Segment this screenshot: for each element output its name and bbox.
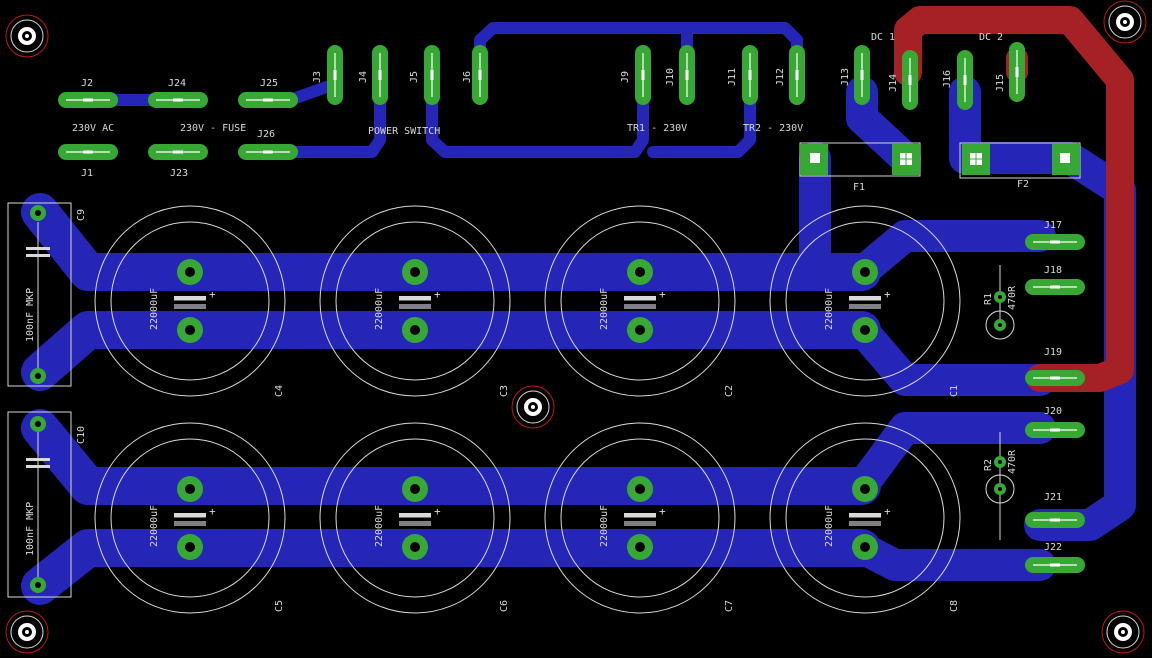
label-c8: C8	[949, 600, 960, 612]
label-c10: C10	[76, 426, 87, 444]
label-fuse-230v: 230V - FUSE	[180, 123, 246, 134]
label-r1: R1	[983, 293, 994, 305]
label-cap-value-c1: 22000uF	[824, 288, 835, 330]
label-j6: J6	[462, 71, 473, 83]
label-j11: J11	[727, 68, 738, 86]
label-tr2: TR2 - 230V	[743, 123, 803, 134]
capacitor-c6-body	[319, 422, 511, 614]
resistor-r1	[985, 265, 1015, 340]
resistor-r2	[985, 432, 1015, 540]
label-j10: J10	[665, 68, 676, 86]
mounting-hole-center	[511, 385, 555, 429]
label-j18: J18	[1044, 265, 1062, 276]
capacitor-c10	[7, 411, 72, 598]
label-cap-value-c4: 22000uF	[149, 288, 160, 330]
label-j19: J19	[1044, 347, 1062, 358]
fuse-f2	[959, 142, 1081, 179]
label-r1-value: 470R	[1007, 285, 1018, 310]
fuse-f1	[799, 142, 921, 177]
label-c7: C7	[724, 600, 735, 612]
label-dc1: DC 1	[871, 32, 895, 43]
label-ac-230v: 230V AC	[72, 123, 114, 134]
label-c9: C9	[76, 209, 87, 221]
label-c2: C2	[724, 385, 735, 397]
capacitor-c2-body	[544, 205, 736, 397]
mounting-hole-bottom-right	[1101, 610, 1145, 654]
label-j9: J9	[620, 71, 631, 83]
label-j23: J23	[170, 168, 188, 179]
label-cap-value-c2: 22000uF	[599, 288, 610, 330]
label-f2: F2	[1017, 179, 1029, 190]
label-j3: J3	[312, 71, 323, 83]
label-j12: J12	[775, 68, 786, 86]
label-j16: J16	[942, 70, 953, 88]
label-j26: J26	[257, 129, 275, 140]
label-mkp1: 100nF MKP	[25, 288, 36, 342]
label-r2: R2	[983, 459, 994, 471]
label-power-switch: POWER SWITCH	[368, 126, 440, 137]
label-j4: J4	[358, 71, 369, 83]
label-c6: C6	[499, 600, 510, 612]
label-j14: J14	[888, 74, 899, 92]
label-f1: F1	[853, 182, 865, 193]
label-cap-value-c8: 22000uF	[824, 505, 835, 547]
label-dc2: DC 2	[979, 32, 1003, 43]
silkscreen-labels: J2 J24 J25 230V AC 230V - FUSE J26 J1 J2…	[25, 32, 1062, 612]
mounting-hole-bottom-left	[5, 610, 49, 654]
capacitor-c3-body	[319, 205, 511, 397]
label-j21: J21	[1044, 492, 1062, 503]
capacitor-c5-body	[94, 422, 286, 614]
label-j13: J13	[840, 68, 851, 86]
label-j15: J15	[995, 74, 1006, 92]
label-mkp2: 100nF MKP	[25, 502, 36, 556]
label-cap-value-c5: 22000uF	[149, 505, 160, 547]
label-tr1: TR1 - 230V	[627, 123, 687, 134]
label-r2-value: 470R	[1007, 449, 1018, 474]
label-j25: J25	[260, 78, 278, 89]
mounting-hole-top-left	[5, 14, 49, 58]
label-j1: J1	[81, 168, 93, 179]
label-j5: J5	[409, 71, 420, 83]
label-j2: J2	[81, 78, 93, 89]
label-j20: J20	[1044, 406, 1062, 417]
label-j17: J17	[1044, 220, 1062, 231]
capacitor-c4-body	[94, 205, 286, 397]
label-c3: C3	[499, 385, 510, 397]
label-cap-value-c7: 22000uF	[599, 505, 610, 547]
label-j22: J22	[1044, 542, 1062, 553]
capacitor-c8-body	[769, 422, 961, 614]
mounting-hole-top-right	[1103, 0, 1147, 44]
label-c1: C1	[949, 385, 960, 397]
label-c4: C4	[274, 385, 285, 397]
label-j24: J24	[168, 78, 186, 89]
label-cap-value-c3: 22000uF	[374, 288, 385, 330]
label-c5: C5	[274, 600, 285, 612]
capacitor-c7-body	[544, 422, 736, 614]
label-cap-value-c6: 22000uF	[374, 505, 385, 547]
capacitor-c9	[7, 202, 72, 387]
